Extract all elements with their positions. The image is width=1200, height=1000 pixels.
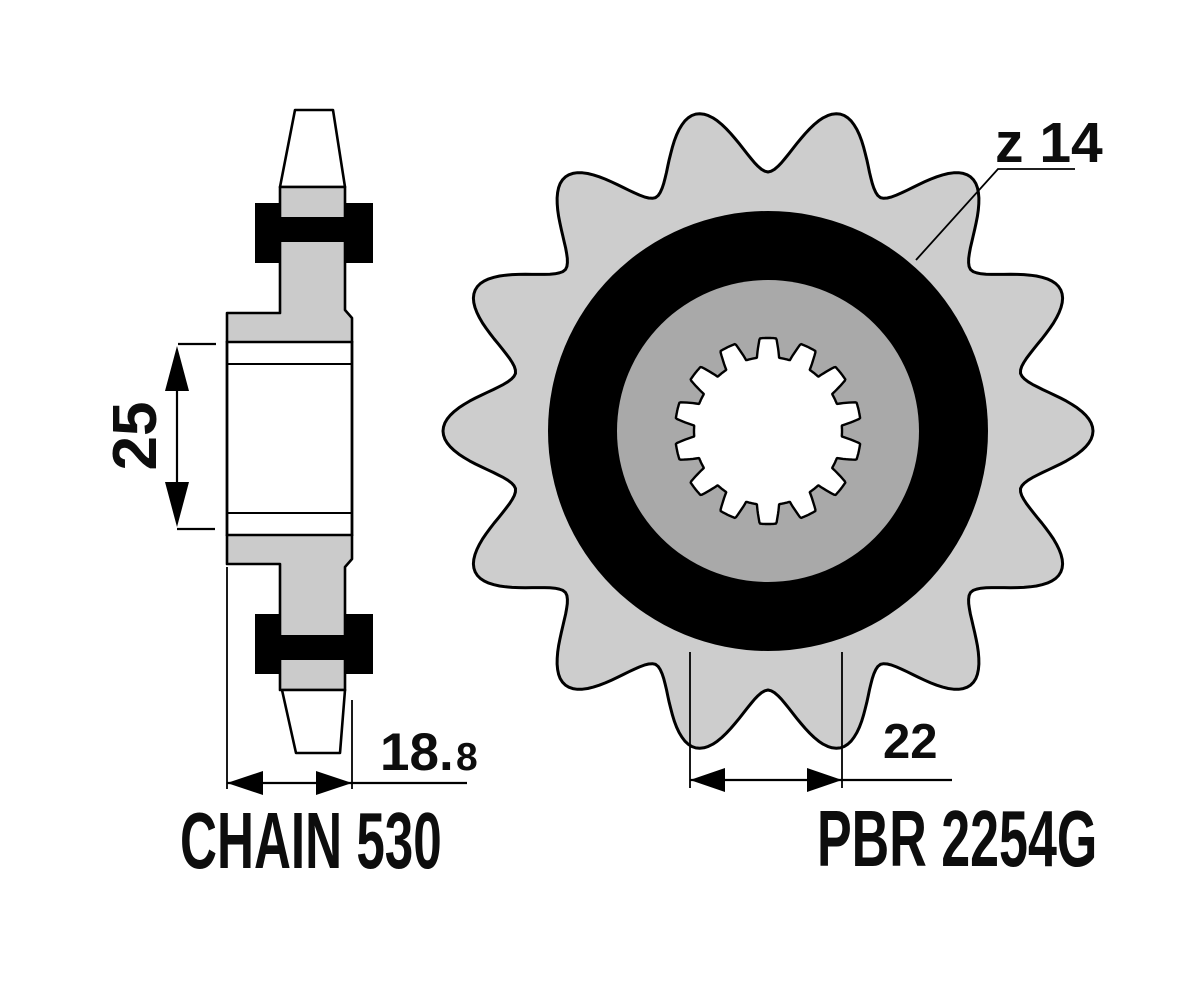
dim188-arrow-right [316,771,352,795]
dimension-18-8: 18. 8 [226,567,478,795]
side-lower-body [225,533,354,692]
splined-bore [674,336,862,526]
dimension-25: 25 [101,342,216,531]
dim188-value-main: 18. [380,723,454,782]
side-upper-chain-section [255,203,373,263]
teeth-leader-line [915,168,1075,261]
dim22-arrow-right [807,768,842,792]
dim22-arrow-left [690,768,725,792]
side-bottom-tooth [280,688,347,755]
dim25-value: 25 [101,402,170,471]
teeth-count-label: z 14 [995,111,1103,175]
part-number-label: PBR 2254G [817,795,1097,884]
side-lower-chain-section [255,614,373,674]
dimension-22: 22 [689,652,952,792]
side-upper-body [225,185,354,344]
side-top-tooth [278,108,347,189]
dim25-arrow-up [165,346,189,391]
front-view: z 14 22 PBR 2254G [441,111,1103,884]
dim22-value: 22 [883,715,938,769]
dim188-value-small: 8 [456,736,478,779]
dim25-arrow-down [165,482,189,527]
side-view: 25 18. 8 CHAIN 530 [101,108,478,886]
chain-label: CHAIN 530 [180,797,442,886]
dim188-arrow-left [227,771,263,795]
